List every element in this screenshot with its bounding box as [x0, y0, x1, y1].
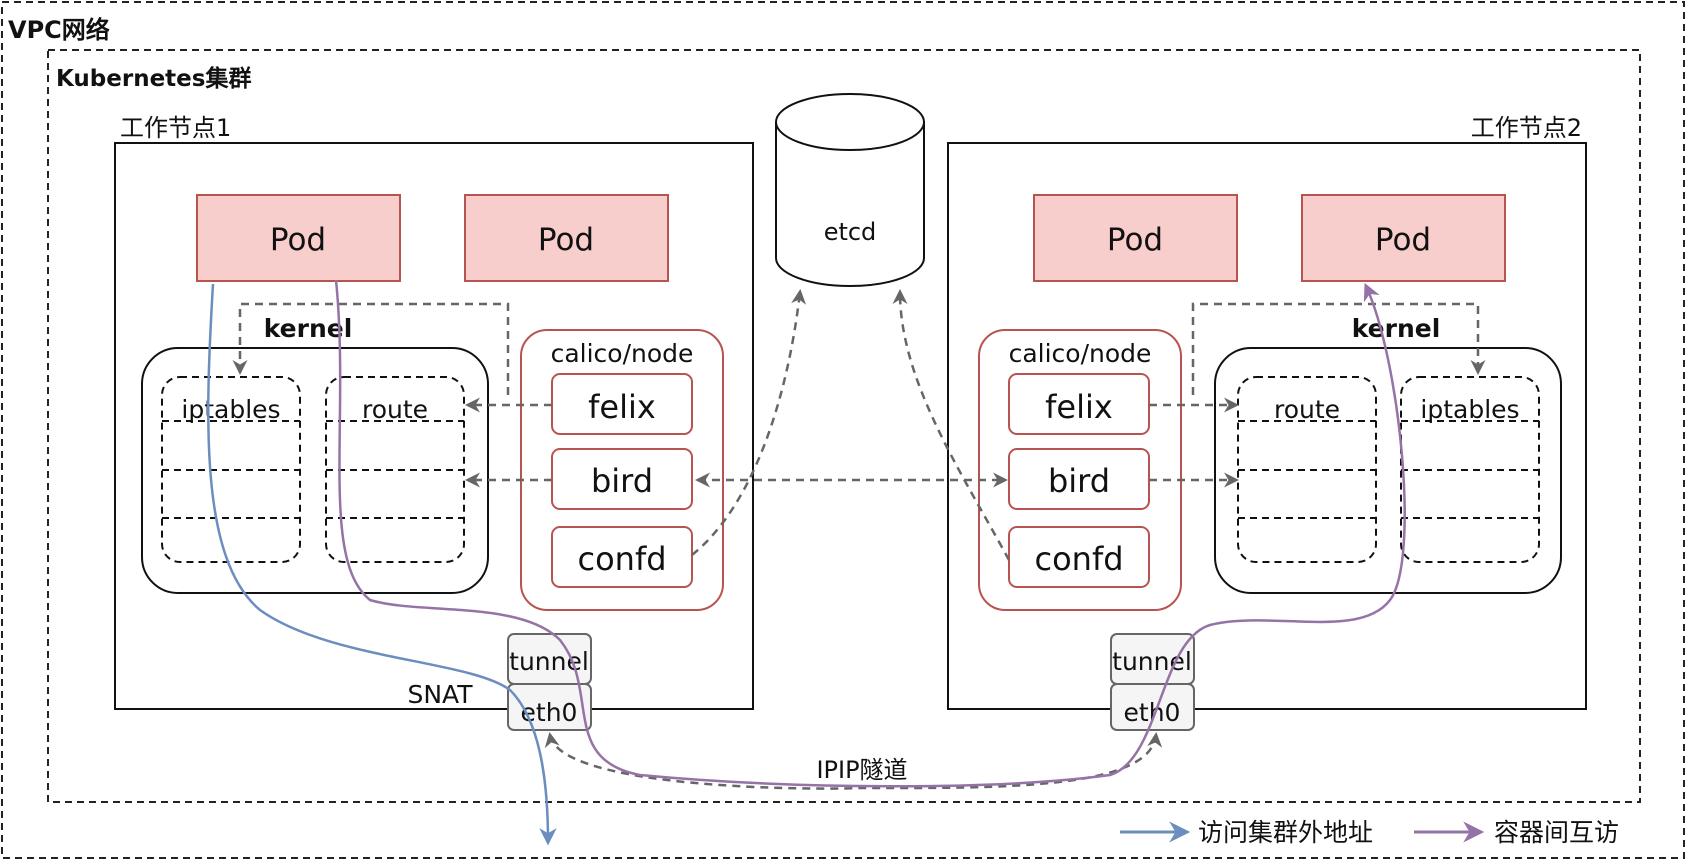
node2-pod-1	[1033, 194, 1238, 282]
node1-calico-box	[520, 329, 724, 611]
k8s-cluster-boundary	[47, 49, 1641, 803]
node1-calico-label: calico/node	[551, 339, 694, 368]
legend-pod-label: 容器间互访	[1494, 818, 1619, 847]
node1-pod-2-label: Pod	[538, 222, 594, 258]
node1-box	[114, 142, 754, 710]
node1-eth0-label: eth0	[521, 698, 578, 727]
node2-tunnel-label: tunnel	[1112, 647, 1192, 676]
node1-confd	[551, 526, 693, 588]
node1-pod-1-label: Pod	[270, 222, 326, 258]
node2-bird-label: bird	[1048, 462, 1110, 500]
node2-confd	[1008, 526, 1150, 588]
node2-iptables-table	[1400, 376, 1540, 563]
external-traffic-flow	[207, 283, 557, 846]
pod-to-pod-flow	[334, 279, 1406, 788]
node2-pod-1-label: Pod	[1107, 222, 1163, 258]
node2-felix-kernel-arrow	[1191, 302, 1486, 395]
node2-iptables-label: iptables	[1420, 395, 1519, 424]
node2-calico-label: calico/node	[1009, 339, 1152, 368]
etcd-label: etcd	[824, 218, 877, 246]
node1-route-table	[325, 376, 465, 563]
node2-kernel-label: kernel	[1352, 314, 1441, 343]
k8s-cluster-label: Kubernetes集群	[56, 65, 251, 92]
node1-label: 工作节点1	[120, 114, 231, 142]
etcd-cylinder	[775, 93, 925, 287]
node2-confd-etcd-arrow	[892, 289, 1011, 561]
node1-iptables-table	[161, 376, 301, 563]
node1-kernel-box	[141, 347, 489, 594]
node1-confd-label: confd	[577, 540, 666, 578]
node1-route-label: route	[362, 395, 428, 424]
node2-route-table	[1237, 376, 1377, 563]
legend: 访问集群外地址 容器间互访	[1120, 818, 1619, 847]
node2-confd-label: confd	[1034, 540, 1123, 578]
node2-route-label: route	[1274, 395, 1340, 424]
node1-felix-label: felix	[588, 388, 656, 426]
node1-felix-kernel-arrow	[232, 302, 510, 395]
node1-pod-1	[196, 194, 401, 282]
node1-kernel-label: kernel	[264, 314, 353, 343]
node2-calico-box	[978, 329, 1182, 611]
vpc-label: VPC网络	[8, 16, 110, 44]
node1-bird-label: bird	[591, 462, 653, 500]
node2-felix-label: felix	[1045, 388, 1113, 426]
ipip-tunnel-label: IPIP隧道	[816, 756, 907, 784]
node2-pod-2-label: Pod	[1375, 222, 1431, 258]
node2-box	[947, 142, 1587, 710]
legend-external-label: 访问集群外地址	[1198, 818, 1373, 847]
node1-iptables-label: iptables	[181, 395, 280, 424]
node2-pod-2	[1301, 194, 1506, 282]
node2-kernel-box	[1214, 347, 1562, 594]
node2-label: 工作节点2	[1471, 114, 1582, 142]
node2-eth0	[1110, 683, 1195, 731]
ipip-tunnel-arrow	[544, 732, 1163, 790]
node1-confd-etcd-arrow	[691, 289, 807, 556]
snat-label: SNAT	[407, 680, 473, 709]
node1-pod-2	[464, 194, 669, 282]
